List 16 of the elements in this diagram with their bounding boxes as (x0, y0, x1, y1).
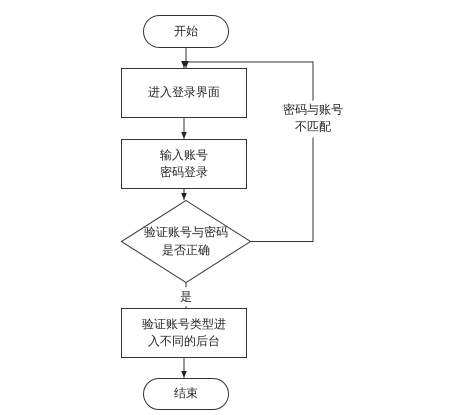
node-label: 进入登录界面 (147, 84, 221, 102)
arrow (181, 188, 187, 200)
arrow (181, 61, 314, 242)
node-label: 开始 (173, 22, 199, 40)
node-label: 输入账号密码登录 (159, 146, 209, 181)
process-box (121, 308, 247, 358)
arrow (181, 118, 187, 140)
node-label: 验证账号类型进入不同的后台 (141, 316, 227, 350)
terminal-node (143, 15, 229, 48)
process-box (121, 68, 247, 118)
process-box (121, 139, 247, 189)
arrow (183, 48, 189, 68)
arrow (181, 358, 187, 378)
terminal-node (143, 378, 229, 410)
node-label: 验证账号与密码是否正确 (143, 224, 229, 258)
node-label: 结束 (173, 385, 199, 402)
